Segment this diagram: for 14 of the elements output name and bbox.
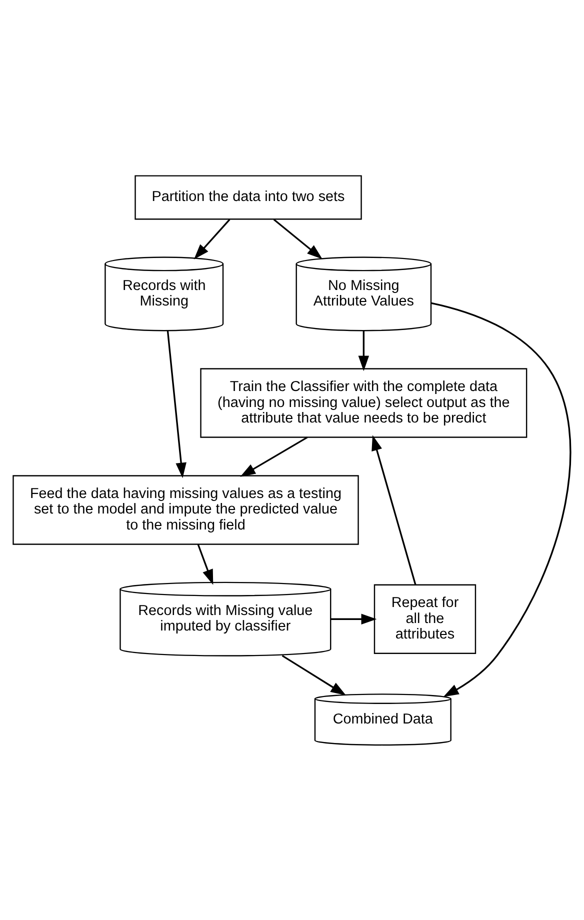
arrow <box>273 218 322 259</box>
arrow <box>430 302 572 696</box>
arrow <box>240 436 308 476</box>
node-box: Repeat for all the attributes <box>374 584 476 654</box>
arrow <box>330 613 377 624</box>
arrow <box>282 654 346 695</box>
node-box: Feed the data having missing values as a testing set to the model and impute the predicted value to the missing field <box>12 474 359 544</box>
node-box: Partition the data into two sets <box>134 174 362 220</box>
node-box: Train the Classifier with the complete data (having no missing value) select output as the attribute that value needs to be predict <box>200 368 528 438</box>
arrow <box>372 434 416 584</box>
arrow <box>358 330 370 371</box>
arrow <box>197 544 214 584</box>
arrow <box>194 218 230 259</box>
arrow <box>166 330 186 478</box>
